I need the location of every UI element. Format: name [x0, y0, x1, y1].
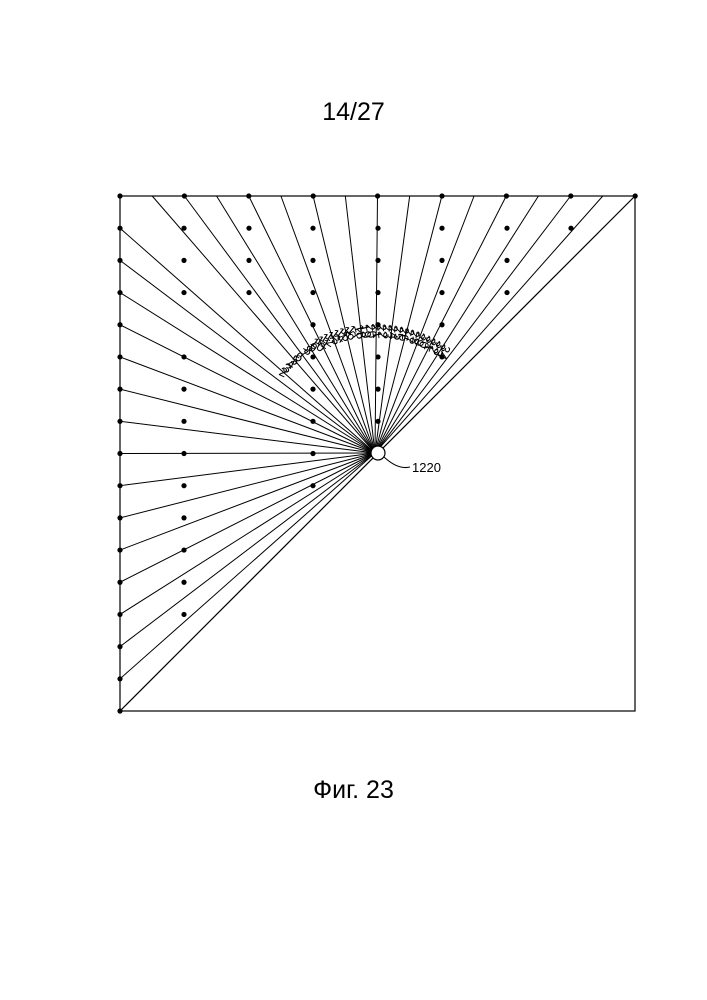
sample-dot [375, 193, 380, 198]
sample-dot [504, 193, 509, 198]
sample-dot [439, 226, 444, 231]
sample-dot [181, 451, 186, 456]
sample-dot [181, 580, 186, 585]
ray-left-10 [120, 453, 375, 518]
sample-dot [117, 515, 122, 520]
sample-dot [117, 708, 122, 713]
sample-dot [375, 354, 380, 359]
sample-dot [310, 483, 315, 488]
sample-dot [117, 676, 122, 681]
sample-dot [117, 290, 122, 295]
ray-left-9 [120, 453, 375, 486]
sample-dot [310, 258, 315, 263]
sample-dot [181, 387, 186, 392]
ray-left-12 [120, 453, 375, 582]
sample-dot [246, 258, 251, 263]
sample-dot [375, 258, 380, 263]
reference-label: 1220 [412, 460, 441, 475]
ray-left-15 [120, 453, 375, 679]
sample-dot [117, 258, 122, 263]
prediction-rays [120, 196, 603, 679]
sample-dot [181, 612, 186, 617]
sample-dot [504, 226, 509, 231]
sample-dot [181, 354, 186, 359]
sample-dot [246, 226, 251, 231]
sample-dot [310, 419, 315, 424]
sample-dot [439, 322, 444, 327]
sample-dot [310, 451, 315, 456]
sample-dot [182, 193, 187, 198]
ray-left-13 [120, 453, 375, 614]
sample-dot [117, 387, 122, 392]
ray-top-15 [375, 196, 603, 453]
sample-dot [375, 419, 380, 424]
sample-dot [310, 226, 315, 231]
figure-caption: Фиг. 23 [0, 776, 707, 805]
sample-dot [310, 290, 315, 295]
sample-dot [246, 290, 251, 295]
sample-dot [246, 193, 251, 198]
sample-dot [181, 419, 186, 424]
ray-left-14 [120, 453, 375, 647]
sample-dot [375, 290, 380, 295]
sample-dot [439, 258, 444, 263]
sample-dot [568, 226, 573, 231]
ray-left-11 [120, 453, 375, 550]
sample-dot [375, 226, 380, 231]
sample-dot [117, 644, 122, 649]
ray-left-6 [120, 389, 375, 453]
sample-dot [117, 193, 122, 198]
sample-dot [181, 547, 186, 552]
sample-dot [310, 387, 315, 392]
sample-dot [504, 290, 509, 295]
ray-left-7 [120, 421, 375, 453]
sample-dot [117, 354, 122, 359]
sample-dot [181, 515, 186, 520]
sample-dot [117, 483, 122, 488]
sample-dot [117, 226, 122, 231]
sample-dot [439, 193, 444, 198]
sample-dot [181, 226, 186, 231]
sample-dot [117, 419, 122, 424]
sample-dot [181, 258, 186, 263]
sample-dot [310, 322, 315, 327]
sample-dot [181, 483, 186, 488]
sample-dot [117, 612, 122, 617]
sample-dot [439, 290, 444, 295]
sample-dot [375, 387, 380, 392]
reference-leader [384, 457, 410, 468]
sample-dot [117, 451, 122, 456]
ray-left-2 [120, 260, 375, 453]
center-point [371, 446, 385, 460]
ray-left-8 [120, 453, 375, 454]
sample-dot [311, 193, 316, 198]
sample-dot [568, 193, 573, 198]
sample-dot [504, 258, 509, 263]
sample-dot [117, 580, 122, 585]
ray-left-3 [120, 293, 375, 453]
sample-dot [117, 547, 122, 552]
sample-dot [117, 322, 122, 327]
sample-dot [181, 290, 186, 295]
sample-dot [633, 193, 638, 198]
ray-left-5 [120, 357, 375, 453]
